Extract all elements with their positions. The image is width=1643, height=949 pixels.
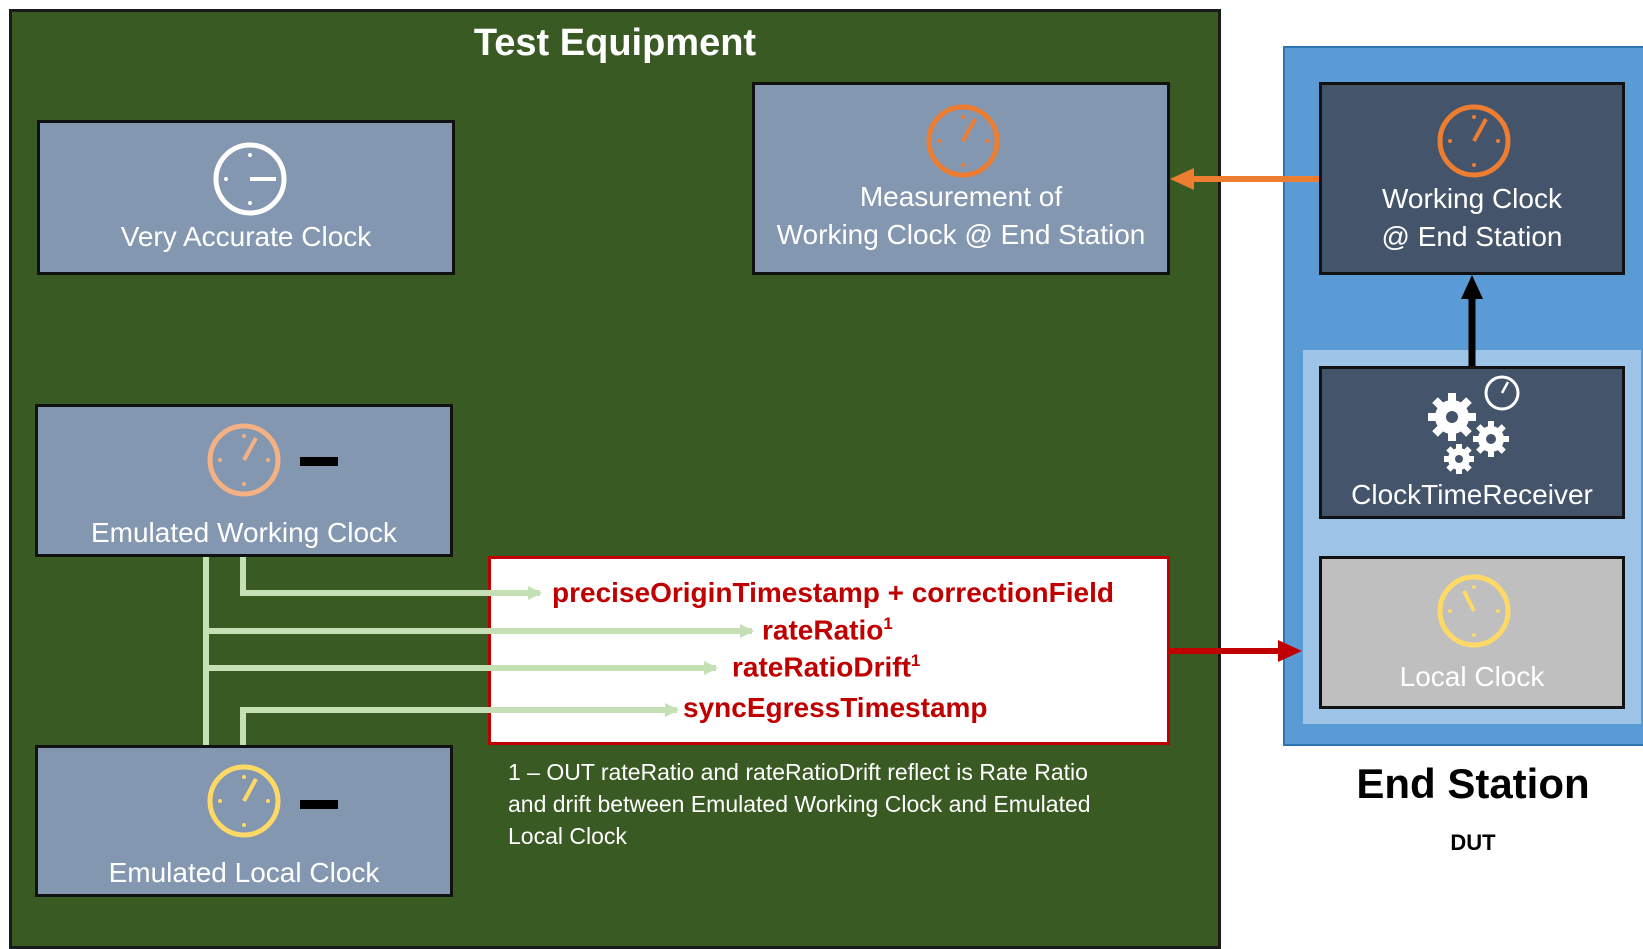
message-line-rate-ratio-drift: rateRatioDrift1	[732, 651, 921, 683]
peach-clock-icon	[207, 423, 281, 497]
local-clock-box: Local Clock	[1319, 556, 1625, 709]
black-arrow	[1461, 275, 1483, 366]
minus-icon	[300, 800, 338, 809]
emulated-local-clock-label: Emulated Local Clock	[108, 857, 380, 888]
yellow-clock-icon	[207, 764, 281, 838]
message-line-sync-egress: syncEgressTimestamp	[683, 692, 988, 723]
end-station-title: End Station	[1356, 760, 1590, 807]
sync-egress-arrow	[240, 703, 679, 745]
working-clock-end-station-box: Working Clock @ End Station	[1319, 82, 1625, 275]
minus-icon	[300, 457, 338, 466]
footnote: 1 – OUT rateRatio and rateRatioDrift ref…	[508, 756, 1091, 852]
emulated-local-clock-box: Emulated Local Clock	[35, 745, 453, 897]
footnote-line2: and drift between Emulated Working Clock…	[508, 791, 1091, 817]
red-arrow	[1170, 640, 1302, 662]
yellow-clock-icon	[1437, 574, 1511, 648]
orange-clock-icon	[926, 104, 1000, 178]
measurement-label-line2: Working Clock @ End Station	[776, 219, 1146, 250]
sync-message-box	[488, 556, 1170, 745]
footnote-line3: Local Clock	[508, 823, 627, 849]
test-equipment-title: Test Equipment	[473, 22, 757, 64]
dut-label: DUT	[1450, 830, 1496, 855]
measurement-label-line1: Measurement of	[859, 181, 1063, 212]
orange-clock-icon	[1437, 104, 1511, 178]
measurement-box: Measurement of Working Clock @ End Stati…	[752, 82, 1170, 275]
local-clock-label: Local Clock	[1399, 661, 1545, 692]
working-clock-label-line1: Working Clock	[1382, 183, 1562, 214]
orange-arrow	[1170, 168, 1319, 190]
emulated-working-clock-label: Emulated Working Clock	[90, 517, 398, 548]
white-clock-icon	[213, 142, 287, 216]
very-accurate-clock-box: Very Accurate Clock	[37, 120, 455, 275]
footnote-line1: 1 – OUT rateRatio and rateRatioDrift ref…	[508, 759, 1088, 785]
working-clock-label-line2: @ End Station	[1381, 221, 1563, 252]
message-line-rate-ratio: rateRatio1	[762, 614, 893, 646]
gears-icon	[1428, 375, 1520, 474]
green-bus-lines	[203, 557, 754, 745]
clock-time-receiver-box: ClockTimeReceiver	[1319, 366, 1625, 519]
clock-time-receiver-label: ClockTimeReceiver	[1351, 479, 1593, 510]
precise-origin-arrow	[240, 557, 542, 600]
very-accurate-clock-label: Very Accurate Clock	[120, 221, 372, 252]
emulated-working-clock-box: Emulated Working Clock	[35, 404, 453, 557]
message-line-precise-origin: preciseOriginTimestamp + correctionField	[552, 577, 1114, 608]
